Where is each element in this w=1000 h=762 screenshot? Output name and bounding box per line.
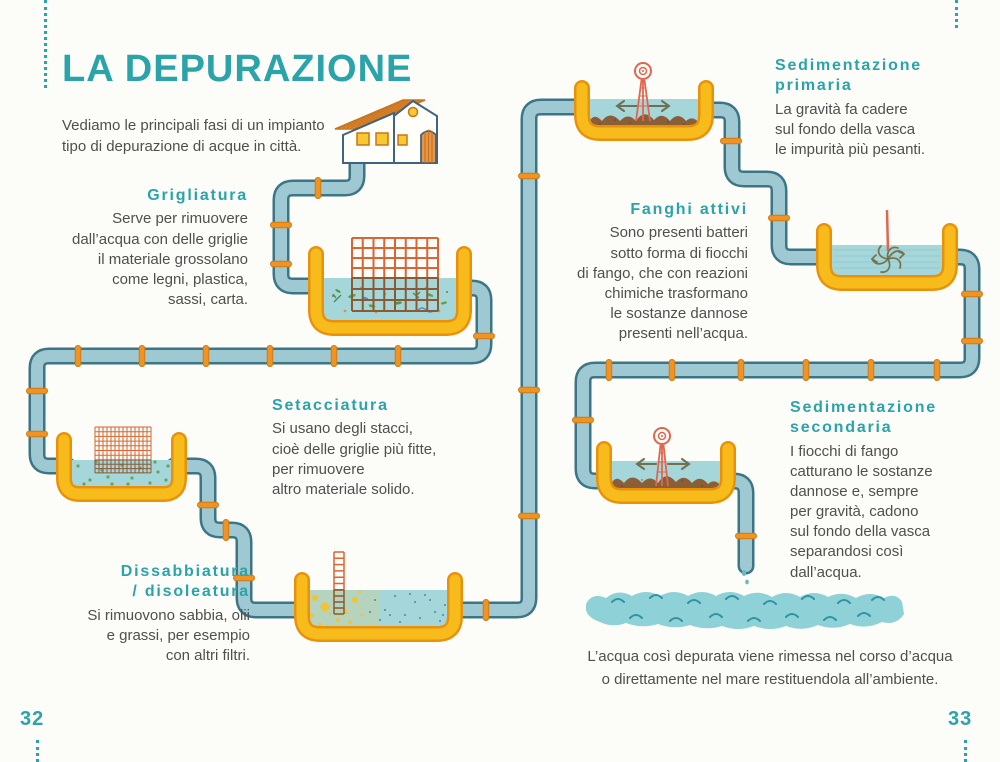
windmill-icon — [634, 62, 652, 122]
fine-mesh-grid — [94, 426, 152, 461]
sediment-mounds — [611, 476, 721, 490]
stage-title: Sedimentazione primaria — [775, 57, 923, 95]
sea-illustration — [586, 592, 904, 629]
stage-title: Dissabbiatura / disoleatura — [120, 563, 250, 601]
round-window — [407, 106, 419, 118]
stage-sedimentazione-primaria: Sedimentazione primaria La gravità fa ca… — [775, 56, 975, 160]
stage-description: La gravità fa cadere sul fondo della vas… — [775, 100, 926, 159]
sedimentazione-secondaria-tank — [596, 427, 736, 504]
stage-description: I fiocchi di fango catturano le sostanze… — [790, 442, 933, 581]
pipe-flanges — [26, 137, 983, 621]
margin-dotted-line — [44, 0, 47, 88]
stage-description: Serve per rimuovere dall’acqua con delle… — [72, 210, 248, 308]
page-number-right: 33 — [948, 708, 973, 730]
window — [356, 132, 370, 146]
stage-description: Sono presenti batteri sotto forma di fio… — [577, 224, 748, 342]
intro-text: Vediamo le principali fasi di un impiant… — [62, 117, 325, 155]
mixer-rod — [885, 209, 890, 252]
margin-dotted-line — [36, 740, 39, 762]
stage-grigliatura: Grigliatura Serve per rimuovere dall’acq… — [43, 186, 248, 310]
dissabbiatura-tank — [294, 551, 463, 642]
margin-dotted-line — [964, 740, 967, 762]
page-title: LA DEPURAZIONE — [62, 48, 413, 90]
sedimentazione-primaria-tank — [574, 62, 714, 141]
sand-dots — [369, 593, 449, 623]
margin-dotted-line — [955, 0, 958, 28]
water-droplets — [741, 570, 749, 585]
stage-fanghi-attivi: Fanghi attivi Sono presenti batteri sott… — [540, 200, 748, 344]
stage-title: Sedimentazione secondaria — [790, 399, 938, 437]
stage-title: Fanghi attivi — [630, 201, 748, 218]
grigliatura-tank — [308, 237, 472, 336]
house-illustration — [334, 99, 438, 164]
mixer-icon — [871, 245, 905, 273]
stage-dissabbiatura: Dissabbiatura / disoleatura Si rimuovono… — [45, 562, 250, 666]
window — [397, 134, 408, 146]
wave-marks — [611, 594, 885, 622]
page-number-left: 32 — [20, 708, 45, 730]
sediment-mounds — [589, 114, 699, 127]
outro-text: L’acqua così depurata viene rimessa nel … — [587, 648, 953, 688]
flow-arrows — [635, 458, 691, 470]
window — [375, 132, 389, 146]
stage-description: Si rimuovono sabbia, olii e grassi, per … — [87, 606, 250, 665]
stage-description: Si usano degli stacci, cioè delle grigli… — [272, 420, 437, 498]
skimmer-ladder — [333, 551, 345, 591]
screen-grid — [351, 237, 439, 279]
stage-setacciatura: Setacciatura Si usano degli stacci, cioè… — [272, 396, 487, 500]
setacciatura-tank — [56, 426, 187, 502]
stage-sedimentazione-secondaria: Sedimentazione secondaria I fiocchi di f… — [790, 398, 975, 583]
flow-arrows — [615, 100, 671, 112]
stage-title: Grigliatura — [147, 187, 248, 204]
fanghi-attivi-tank — [816, 209, 958, 291]
windmill-icon — [653, 427, 671, 487]
stage-title: Setacciatura — [272, 397, 389, 414]
